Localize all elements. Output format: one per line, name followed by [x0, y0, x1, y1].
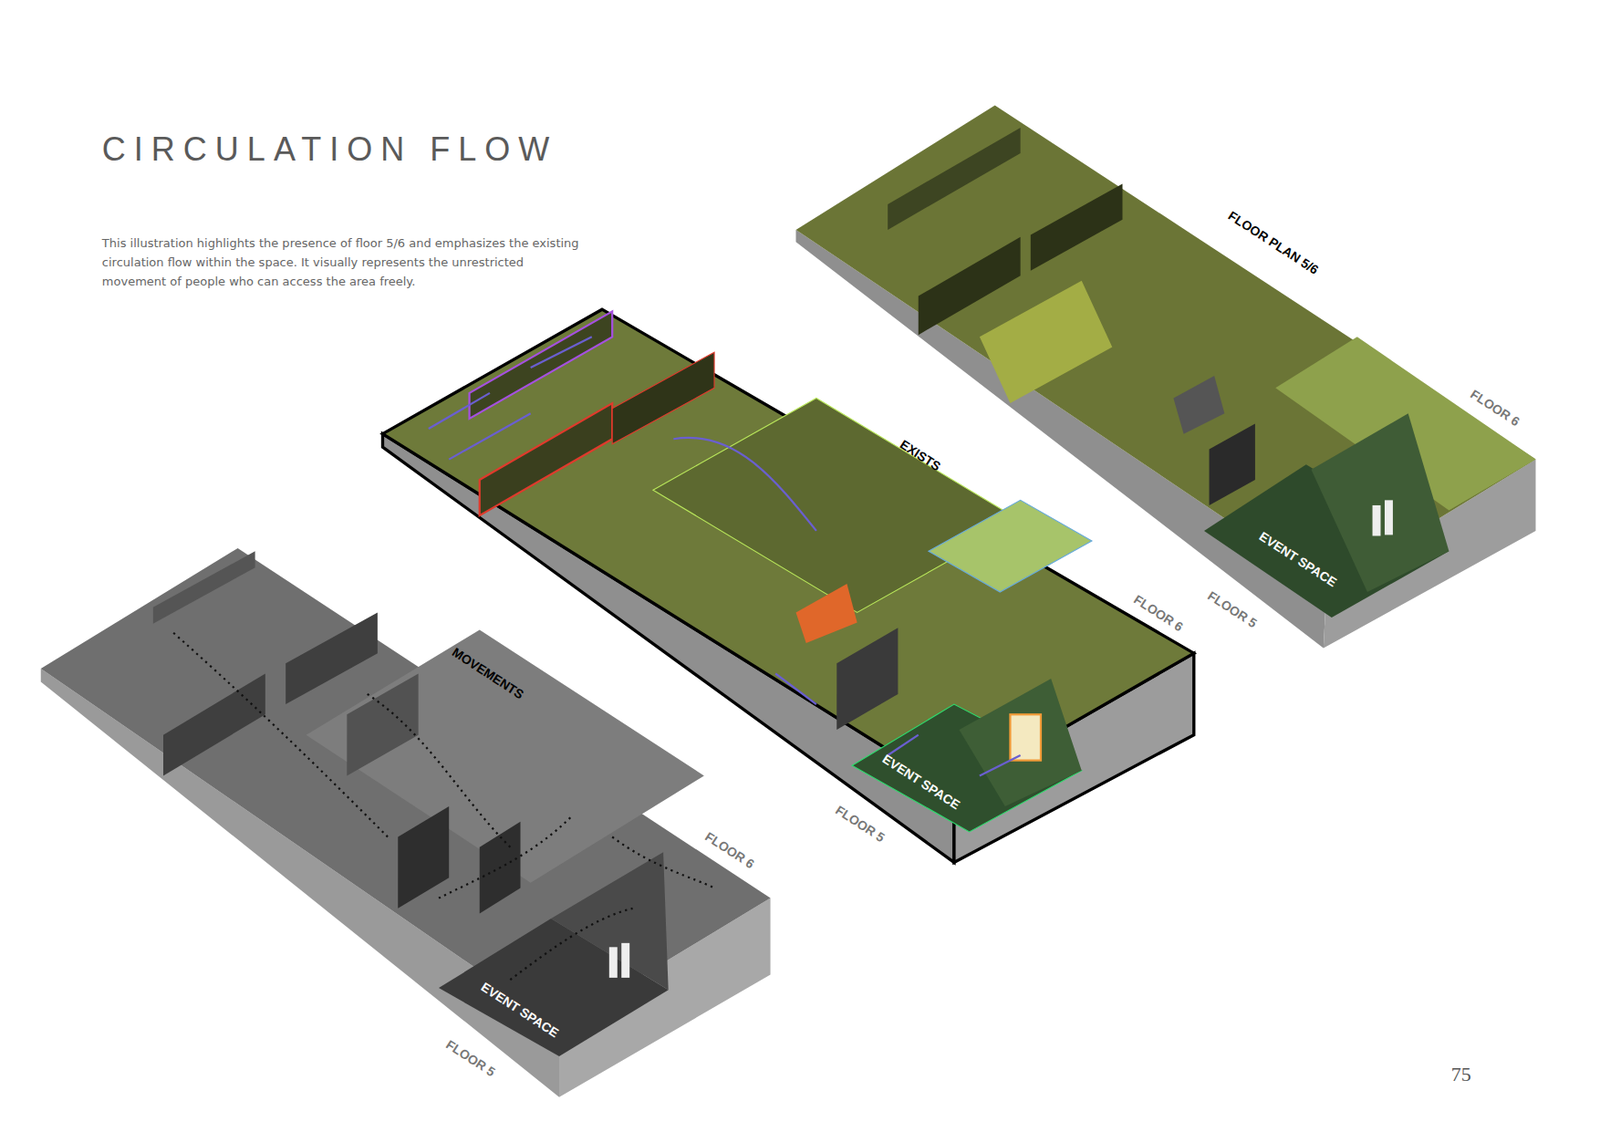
- page-title: CIRCULATION FLOW: [102, 130, 558, 169]
- wall: [346, 674, 418, 777]
- room-label: EVENT SPACE: [478, 979, 562, 1041]
- stalls: [1030, 184, 1123, 271]
- event-space-wall: [1310, 413, 1449, 593]
- room-floor: [979, 280, 1112, 404]
- partition: [836, 627, 898, 730]
- wall: [153, 550, 256, 624]
- stairs: [796, 583, 858, 644]
- floorplan-slab: [796, 104, 1537, 648]
- room-floor: [653, 397, 1021, 613]
- stairs: [1173, 375, 1225, 435]
- door: [1372, 505, 1382, 537]
- door: [609, 946, 618, 978]
- partition: [1209, 423, 1256, 505]
- stalls: [887, 127, 1020, 230]
- partition: [397, 806, 449, 909]
- floor-label: FLOOR 6: [702, 829, 758, 872]
- view-label: MOVEMENTS: [448, 644, 526, 703]
- room-label: EVENT SPACE: [880, 751, 964, 813]
- event-space-wall: [959, 678, 1082, 807]
- stalls: [469, 311, 613, 418]
- lounge: [928, 499, 1092, 593]
- floor-label: FLOOR 5: [443, 1037, 499, 1080]
- stalls: [163, 674, 266, 777]
- door: [1384, 499, 1393, 535]
- stalls: [918, 237, 1021, 335]
- stalls: [479, 403, 613, 516]
- stalls: [612, 352, 715, 445]
- door: [1009, 714, 1041, 760]
- floor-label: FLOOR 5: [832, 801, 888, 844]
- room-label: EVENT SPACE: [1257, 529, 1341, 591]
- view-label: EXISTS: [897, 436, 944, 475]
- stalls: [285, 612, 378, 705]
- plan-label: FLOOR PLAN 5/6: [1225, 207, 1322, 278]
- caption-text: This illustration highlights the presenc…: [102, 234, 586, 291]
- movement-path: [173, 633, 715, 980]
- door: [621, 943, 630, 978]
- event-space-wall: [550, 851, 669, 990]
- flow-arrow: [428, 336, 1021, 776]
- floor-label: FLOOR 6: [1467, 386, 1523, 429]
- page-number: 75: [1451, 1062, 1472, 1087]
- floor-label: FLOOR 6: [1131, 592, 1186, 634]
- floor-label: FLOOR 5: [1205, 588, 1260, 631]
